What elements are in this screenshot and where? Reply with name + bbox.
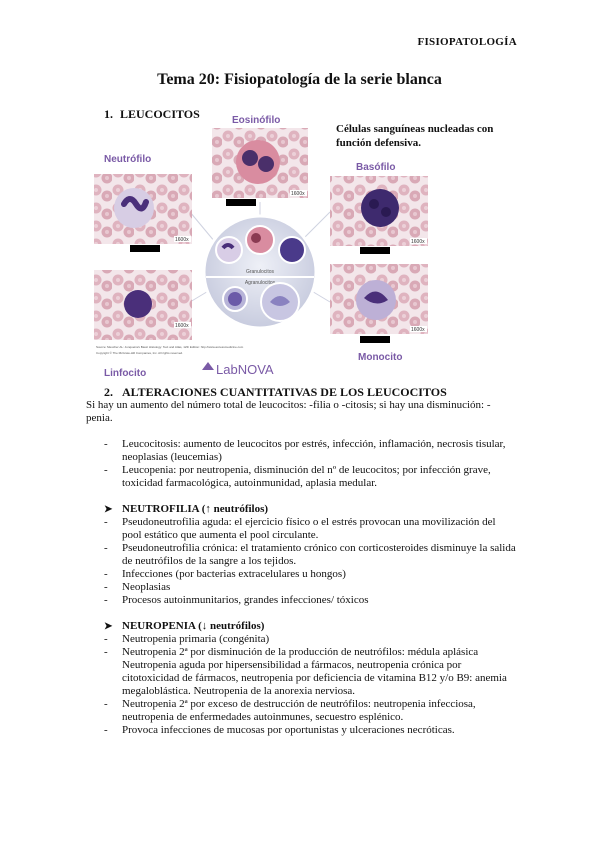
neuropenia-heading: ➤NEUROPENIA (↓ neutrófilos) — [104, 620, 265, 632]
basofilo-cell — [361, 189, 399, 227]
list-item: -Neoplasias — [104, 581, 171, 593]
label-linfocito: Linfocito — [104, 368, 146, 379]
svg-text:1600x: 1600x — [411, 327, 425, 333]
leucocito-definition: Células sanguíneas nucleadas con función… — [336, 123, 494, 149]
label-granulocitos: Granulocitos — [246, 269, 275, 275]
document-title: Tema 20: Fisiopatología de la serie blan… — [157, 71, 442, 88]
leukocyte-diagram: Eosinófilo 1600x Neutrófilo 1600x Basófi… — [94, 115, 428, 379]
label-basofilo: Basófilo — [356, 162, 395, 173]
arrow-bullet-icon: ➤ — [104, 621, 113, 632]
svg-text:1600x: 1600x — [175, 323, 189, 329]
list-item: -Neutropenia 2ª por exceso de destrucció… — [104, 698, 476, 723]
section-2-heading: 2. ALTERACIONES CUANTITATIVAS DE LOS LEUC… — [104, 386, 516, 399]
neutrofilia-list: -Pseudoneutrofilia aguda: el ejercicio f… — [86, 516, 516, 607]
brand-name: LabNOVA — [216, 362, 274, 377]
labnova-logo: LabNOVA — [202, 362, 274, 377]
list-item: -Pseudoneutrofilia aguda: el ejercicio f… — [104, 516, 496, 541]
main-content: 2. ALTERACIONES CUANTITATIVAS DE LOS LEUC… — [86, 386, 516, 737]
linfocito-cell — [124, 290, 152, 318]
section-1-heading: 1. LEUCOCITOS — [104, 107, 200, 122]
section-2-intro: Si hay un aumento del número total de le… — [86, 399, 491, 424]
svg-text:1600x: 1600x — [291, 191, 305, 197]
neutrofilia-heading: ➤NEUTROFILIA (↑ neutrófilos) — [104, 503, 269, 515]
svg-text:1600x: 1600x — [175, 237, 189, 243]
center-basofilo — [278, 236, 306, 264]
section-title: LEUCOCITOS — [120, 107, 200, 121]
svg-text:1600x: 1600x — [411, 239, 425, 245]
redaction-bar — [360, 247, 390, 254]
redaction-bar — [360, 336, 390, 343]
flask-icon — [202, 362, 214, 370]
center-neutrofilo — [215, 236, 243, 264]
label-agranulocitos: Agranulocitos — [245, 280, 276, 286]
leukocyte-figure: Eosinófilo 1600x Neutrófilo 1600x Basófi… — [90, 112, 440, 384]
section-number: 1. — [104, 107, 113, 121]
running-header: FISIOPATOLOGÍA — [417, 36, 517, 48]
section-title: ALTERACIONES CUANTITATIVAS DE LOS LEUCOC… — [122, 385, 447, 399]
section-number: 2. — [104, 385, 113, 399]
redaction-bar — [226, 199, 256, 206]
list-item: -Provoca infecciones de mucosas por opor… — [104, 724, 455, 736]
list-item: -Procesos autoinmunitarios, grandes infe… — [104, 594, 369, 606]
list-item: -Neutropenia primaria (congénita) — [104, 633, 270, 645]
list-item: -Leucopenia: por neutropenia, disminució… — [104, 464, 491, 489]
label-eosinofilo: Eosinófilo — [232, 115, 280, 126]
figure-source: Source: Mescher AL: Junqueira's Basic Hi… — [96, 345, 244, 349]
list-item: -Neutropenia 2ª por disminución de la pr… — [104, 646, 507, 697]
neutrofilo-cell — [114, 188, 154, 228]
list-item: -Leucocitosis: aumento de leucocitos por… — [104, 438, 506, 463]
neuropenia-list: -Neutropenia primaria (congénita) -Neutr… — [86, 633, 516, 737]
list-item: -Infecciones (por bacterias extracelular… — [104, 568, 346, 580]
list-item: -Pseudoneutrofilia crónica: el tratamien… — [104, 542, 516, 567]
arrow-bullet-icon: ➤ — [104, 504, 113, 515]
label-neutrofilo: Neutrófilo — [104, 154, 151, 165]
figure-copyright: Copyright © The McGraw-Hill Companies, I… — [96, 351, 183, 355]
redaction-bar — [130, 245, 160, 252]
leucocitos-list: -Leucocitosis: aumento de leucocitos por… — [86, 438, 516, 490]
label-monocito: Monocito — [358, 352, 402, 363]
